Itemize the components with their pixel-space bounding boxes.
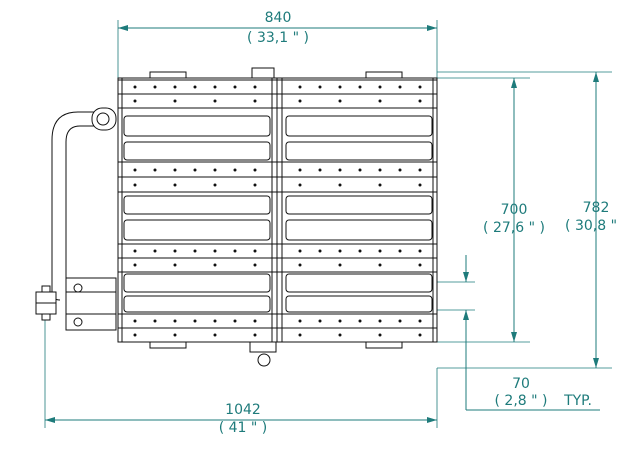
dim-1042-in: ( 41 " ) bbox=[219, 420, 268, 436]
dim-70-mm: 70 bbox=[512, 376, 530, 392]
conveyor-frame bbox=[117, 67, 438, 367]
dim-70-note: TYP. bbox=[563, 393, 592, 409]
dim-840-in: ( 33,1 " ) bbox=[247, 30, 309, 46]
dim-782-in: ( 30,8 " ) bbox=[565, 218, 618, 234]
dimension-70: 70 ( 2,8 " ) TYP. bbox=[437, 255, 600, 411]
rail-row-1 bbox=[117, 79, 438, 109]
dimension-1042: 1042 ( 41 " ) bbox=[44, 300, 438, 436]
dimension-700: 700 ( 27,6 " ) bbox=[435, 77, 545, 343]
dimension-840: 840 ( 33,1 " ) bbox=[117, 10, 438, 78]
rail-row-2 bbox=[117, 161, 438, 193]
dim-782-mm: 782 bbox=[583, 200, 610, 216]
roller-rows bbox=[117, 79, 438, 343]
rail-row-4 bbox=[117, 313, 438, 343]
rail-row-3 bbox=[117, 243, 438, 273]
dim-840-mm: 840 bbox=[265, 10, 292, 26]
dim-70-in: ( 2,8 " ) bbox=[495, 393, 548, 409]
dim-700-in: ( 27,6 " ) bbox=[483, 220, 545, 236]
dim-700-mm: 700 bbox=[501, 202, 528, 218]
dimension-782: 782 ( 30,8 " ) bbox=[437, 71, 618, 369]
dim-1042-mm: 1042 bbox=[225, 402, 261, 418]
perforation-holes bbox=[133, 85, 422, 337]
handle bbox=[35, 107, 117, 331]
